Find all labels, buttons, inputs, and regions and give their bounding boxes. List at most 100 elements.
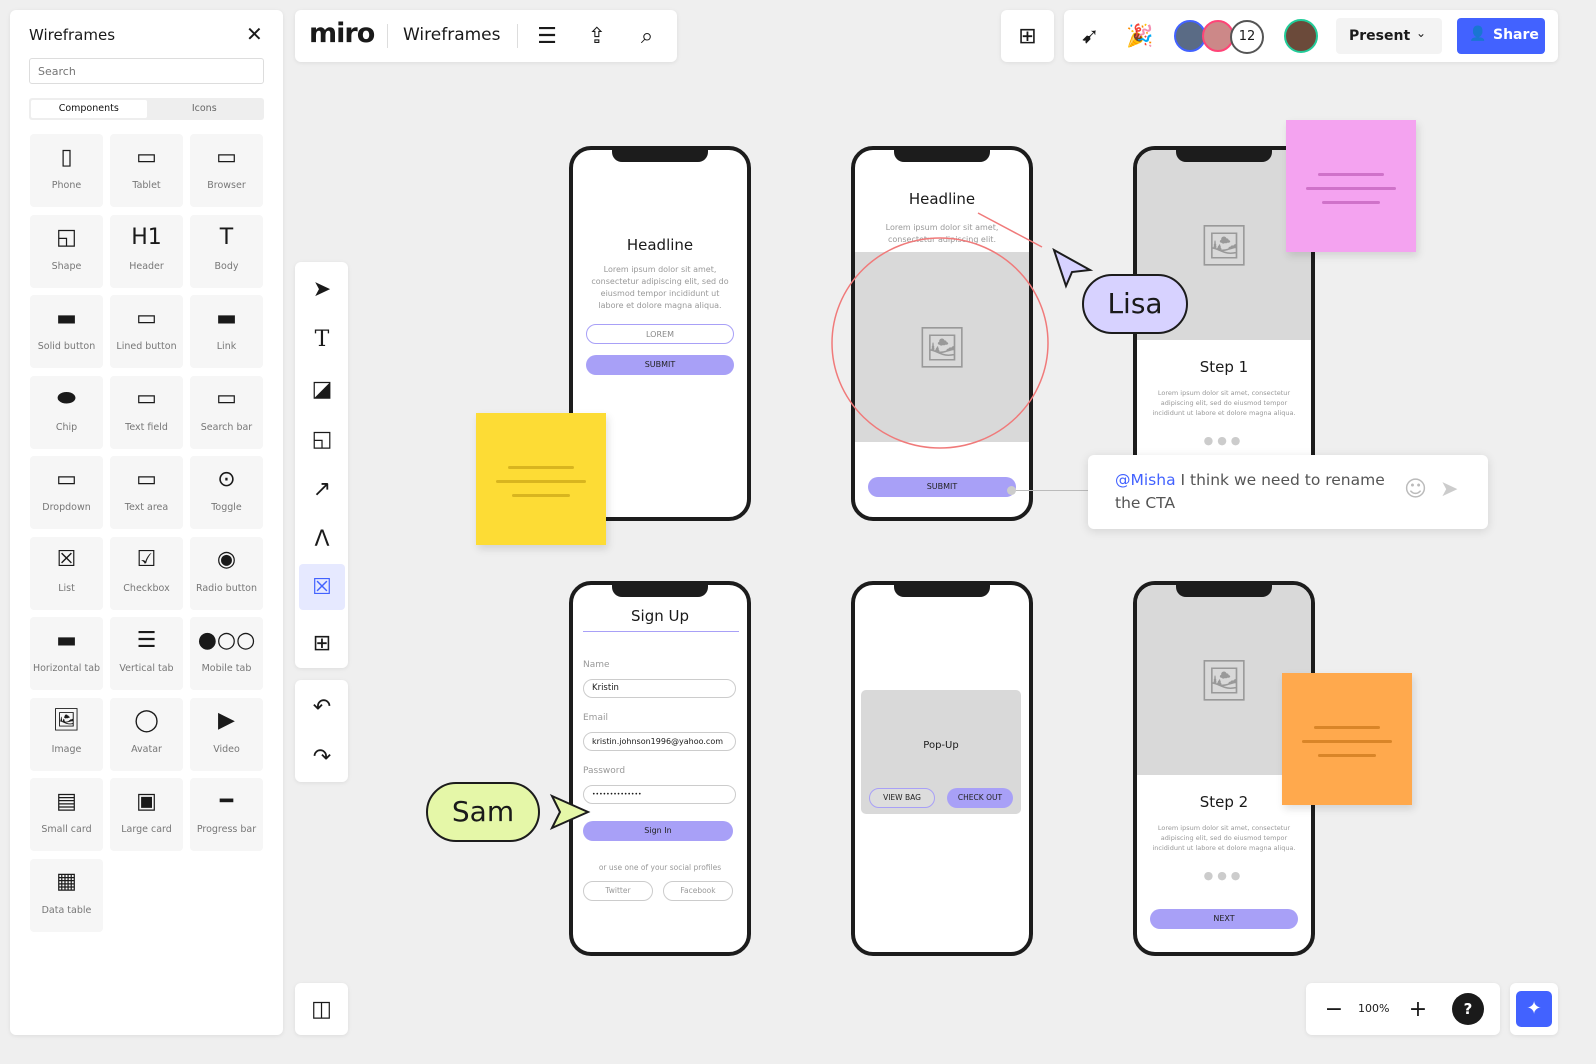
panel-toggle-icon[interactable]: ◫ <box>295 983 348 1035</box>
celebrate-icon[interactable]: 🎉 <box>1126 23 1154 49</box>
sticky-note-yellow[interactable] <box>476 413 606 545</box>
component-shape[interactable]: ◱Shape <box>30 214 103 288</box>
component-link[interactable]: ▬Link <box>190 295 263 368</box>
facebook-button[interactable]: Facebook <box>663 881 733 901</box>
upload-icon[interactable]: ⇪ <box>587 23 607 49</box>
submit-button[interactable]: SUBMIT <box>586 355 734 375</box>
avatar-count[interactable]: 12 <box>1230 20 1264 54</box>
zoom-out-icon[interactable]: − <box>1324 996 1344 1022</box>
help-button[interactable]: ? <box>1452 993 1484 1025</box>
component-browser[interactable]: ▭Browser <box>190 134 263 207</box>
chevron-down-icon[interactable]: ⌄ <box>1416 26 1427 40</box>
sign-in-button[interactable]: Sign In <box>583 821 733 841</box>
avatar[interactable] <box>1202 20 1234 52</box>
wireframe-tool-icon[interactable]: ☒ <box>299 564 345 610</box>
share-button[interactable]: 👤 Share <box>1457 18 1545 54</box>
popup-dialog[interactable]: Pop-Up VIEW BAG CHECK OUT <box>861 690 1021 814</box>
wireframe-phone-signup[interactable]: Sign Up Name Kristin Email kristin.johns… <box>569 581 751 956</box>
component-radio-button[interactable]: ◉Radio button <box>190 536 263 610</box>
component-lined-button[interactable]: ▭Lined button <box>110 295 183 368</box>
component-horizontal-tab[interactable]: ▬Horizontal tab <box>30 617 103 690</box>
pagination-dots[interactable]: ●●● <box>1203 434 1245 447</box>
component-tablet[interactable]: ▭Tablet <box>110 134 183 207</box>
red-circle-annotation[interactable] <box>820 205 1070 465</box>
tab-components[interactable]: Components <box>31 100 147 118</box>
component-solid-button[interactable]: ▬Solid button <box>30 295 103 368</box>
vertical-tab-icon: ☰ <box>136 627 157 653</box>
close-icon[interactable]: ✕ <box>246 22 263 46</box>
component-text-area[interactable]: ▭Text area <box>110 456 183 529</box>
avatar[interactable] <box>1174 20 1206 52</box>
send-icon[interactable]: ➤ <box>1440 477 1459 502</box>
wireframe-phone-popup[interactable]: Pop-Up VIEW BAG CHECK OUT <box>851 581 1033 956</box>
sticky-note-icon[interactable]: ◪ <box>311 376 333 402</box>
component-progress-bar[interactable]: ━Progress bar <box>190 778 263 851</box>
component-large-card[interactable]: ▣Large card <box>110 778 183 851</box>
zoom-controls: − 100% + ? <box>1306 983 1500 1035</box>
sticky-note-orange[interactable] <box>1282 673 1412 805</box>
apps-icon[interactable]: ⊞ <box>1001 10 1054 62</box>
wireframe-phone-headline[interactable]: Headline Lorem ipsum dolor sit amet, con… <box>569 146 751 521</box>
component-label: Browser <box>207 180 246 191</box>
component-label: Text field <box>125 421 168 433</box>
component-search-bar[interactable]: ▭Search bar <box>190 375 263 449</box>
arrow-line-icon[interactable]: ↗ <box>312 476 332 502</box>
twitter-button[interactable]: Twitter <box>583 881 653 901</box>
component-chip[interactable]: ⬬Chip <box>30 375 103 449</box>
component-vertical-tab[interactable]: ☰Vertical tab <box>110 617 183 690</box>
present-button[interactable]: Present ⌄ <box>1336 18 1442 54</box>
small-card-icon: ▤ <box>56 788 77 814</box>
zoom-level[interactable]: 100% <box>1358 1002 1390 1015</box>
view-bag-button[interactable]: VIEW BAG <box>869 788 935 808</box>
next-button[interactable]: NEXT <box>1150 909 1298 929</box>
email-field[interactable]: kristin.johnson1996@yahoo.com <box>583 732 736 751</box>
component-mobile-tab[interactable]: ●○○Mobile tab <box>190 617 263 690</box>
component-text-field[interactable]: ▭Text field <box>110 375 183 449</box>
progress-bar-icon: ━ <box>219 788 234 814</box>
component-checkbox[interactable]: ☑Checkbox <box>110 536 183 610</box>
top-toolbar: miro Wireframes ☰ ⇪ ⌕ <box>295 10 677 62</box>
menu-icon[interactable]: ☰ <box>537 23 557 49</box>
component-toggle[interactable]: ⊙Toggle <box>190 456 263 529</box>
tab-icons[interactable]: Icons <box>191 103 217 114</box>
shapes-icon[interactable]: ◱ <box>311 426 333 452</box>
search-input[interactable] <box>29 58 264 84</box>
password-field[interactable]: •••••••••••••• <box>583 785 736 804</box>
sam-cursor-icon <box>549 793 591 831</box>
lorem-input[interactable]: LOREM <box>586 324 734 344</box>
sticky-note-pink[interactable] <box>1286 120 1416 252</box>
miro-logo[interactable]: miro <box>309 18 375 49</box>
component-image[interactable]: 🖼Image <box>30 697 103 771</box>
submit-button[interactable]: SUBMIT <box>868 477 1016 497</box>
search-icon[interactable]: ⌕ <box>640 23 654 49</box>
component-label: Tablet <box>132 180 161 191</box>
component-avatar[interactable]: ◯Avatar <box>110 697 183 771</box>
emoji-icon[interactable]: ☺ <box>1404 477 1427 502</box>
mention[interactable]: @Misha <box>1115 471 1176 489</box>
add-more-icon[interactable]: ⊞ <box>312 630 332 656</box>
comment-bubble[interactable]: @Misha I think we need to rename the CTA… <box>1088 455 1488 529</box>
component-small-card[interactable]: ▤Small card <box>30 778 103 851</box>
wireframe-phone-image[interactable]: Headline Lorem ipsum dolor sit amet, con… <box>851 146 1033 521</box>
component-list[interactable]: ☒List <box>30 536 103 610</box>
undo-icon[interactable]: ↶ <box>312 694 332 720</box>
pagination-dots[interactable]: ●●● <box>1203 869 1245 882</box>
component-data-table[interactable]: ▦Data table <box>30 858 103 932</box>
component-phone[interactable]: ▯Phone <box>30 134 103 207</box>
text-area-icon: ▭ <box>136 466 157 492</box>
text-tool-icon[interactable]: T <box>314 326 330 352</box>
board-name[interactable]: Wireframes <box>403 25 501 45</box>
checkout-button[interactable]: CHECK OUT <box>947 788 1013 808</box>
name-field[interactable]: Kristin <box>583 679 736 698</box>
pen-icon[interactable]: Λ <box>314 526 330 552</box>
zoom-in-icon[interactable]: + <box>1408 996 1428 1022</box>
component-dropdown[interactable]: ▭Dropdown <box>30 456 103 529</box>
avatar[interactable] <box>1284 19 1318 53</box>
component-video[interactable]: ▶Video <box>190 697 263 771</box>
select-cursor-icon[interactable]: ➤ <box>312 276 332 302</box>
cursor-follow-icon[interactable]: ➹ <box>1080 23 1100 49</box>
ai-assistant-button[interactable]: ✦ <box>1510 983 1558 1035</box>
redo-icon[interactable]: ↷ <box>312 744 332 770</box>
